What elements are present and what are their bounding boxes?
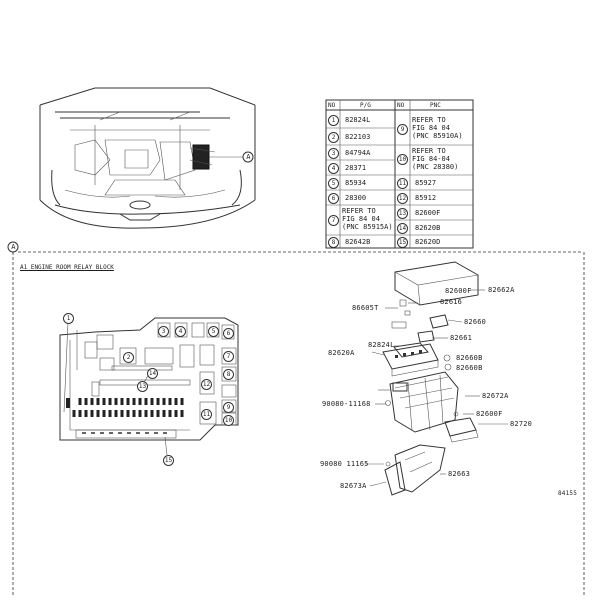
table-cell: 82620B (415, 224, 441, 232)
callout-marker: 2 (123, 352, 134, 363)
table-row-number: 8 (328, 237, 339, 248)
section-marker: A (11, 243, 16, 251)
relay-block-illustration (59, 317, 239, 456)
table-cell: REFER TO FIG 84 04 (PNC 85915A) (342, 207, 393, 231)
part-label: 90080-11168 (322, 400, 371, 408)
table-row-number: 15 (397, 237, 408, 248)
table-cell: REFER TO FIG 84-04 (PNC 28380) (412, 147, 459, 171)
part-label: 82660B (456, 364, 483, 372)
table-row-number: 4 (328, 163, 339, 174)
part-label: 82824L (368, 341, 395, 349)
table-row-number: 2 (328, 132, 339, 143)
callout-marker: 10 (223, 415, 234, 426)
table-header-pg: P/G (360, 102, 371, 109)
callout-marker: 14 (147, 368, 158, 379)
part-label: 82660B (456, 354, 483, 362)
part-label: 82660 (464, 318, 487, 326)
table-row-number: 6 (328, 193, 339, 204)
callout-marker: 8 (223, 369, 234, 380)
table-header-pnc: PNC (430, 102, 441, 109)
section-title: A1 ENGINE ROOM RELAY BLOCK (20, 264, 114, 271)
part-label: 82620A (328, 349, 355, 357)
part-label: 82663 (448, 470, 471, 478)
callout-marker: 13 (137, 381, 148, 392)
table-cell: 822103 (345, 133, 371, 141)
engine-bay-marker: A (246, 153, 251, 161)
table-cell: REFER TO FIG 84 04 (PNC 85910A) (412, 116, 463, 140)
callout-marker: 7 (223, 351, 234, 362)
part-label: 82662A (488, 286, 515, 294)
table-cell: 82620D (415, 238, 441, 246)
table-cell: 85912 (415, 194, 437, 202)
table-row-number: 12 (397, 193, 408, 204)
table-cell: 82600F (415, 209, 441, 217)
table-cell: 84794A (345, 149, 371, 157)
table-row-number: 9 (397, 124, 408, 135)
part-label: 82672A (482, 392, 509, 400)
table-header-no: NO (328, 102, 336, 109)
table-row-number: 3 (328, 148, 339, 159)
table-row-number: 13 (397, 208, 408, 219)
table-row-number: 1 (328, 115, 339, 126)
part-label: 82600F (445, 287, 472, 295)
callout-marker: 12 (201, 379, 212, 390)
callout-marker: 6 (223, 328, 234, 339)
part-label: 82720 (510, 420, 533, 428)
table-cell: 82642B (345, 238, 371, 246)
callout-marker: 11 (201, 409, 212, 420)
exploded-parts-illustration (365, 261, 508, 496)
table-cell: 85927 (415, 179, 437, 187)
engine-bay-illustration (39, 87, 256, 229)
callout-marker: 15 (163, 455, 174, 466)
part-label: 82600F (476, 410, 503, 418)
table-row-number: 10 (397, 154, 408, 165)
table-row-number: 11 (397, 178, 408, 189)
part-label: 82661 (450, 334, 473, 342)
table-cell: 28371 (345, 164, 367, 172)
part-label: 90080 11165 (320, 460, 369, 468)
table-cell: 85934 (345, 179, 367, 187)
table-cell: 82824L (345, 116, 371, 124)
callout-marker: 4 (175, 326, 186, 337)
callout-marker: 5 (208, 326, 219, 337)
table-row-number: 7 (328, 215, 339, 226)
callout-marker: 3 (158, 326, 169, 337)
part-label: 82673A (340, 482, 367, 490)
table-cell: 28300 (345, 194, 367, 202)
table-row-number: 5 (328, 178, 339, 189)
table-grid (325, 99, 474, 249)
part-label: 86605T (352, 304, 379, 312)
table-row-number: 14 (397, 223, 408, 234)
callout-marker: 9 (223, 402, 234, 413)
table-header-no-2: NO (397, 102, 405, 109)
part-label: 82616 (440, 298, 463, 306)
callout-marker: 1 (63, 313, 74, 324)
figure-id: 84155 (558, 490, 578, 497)
